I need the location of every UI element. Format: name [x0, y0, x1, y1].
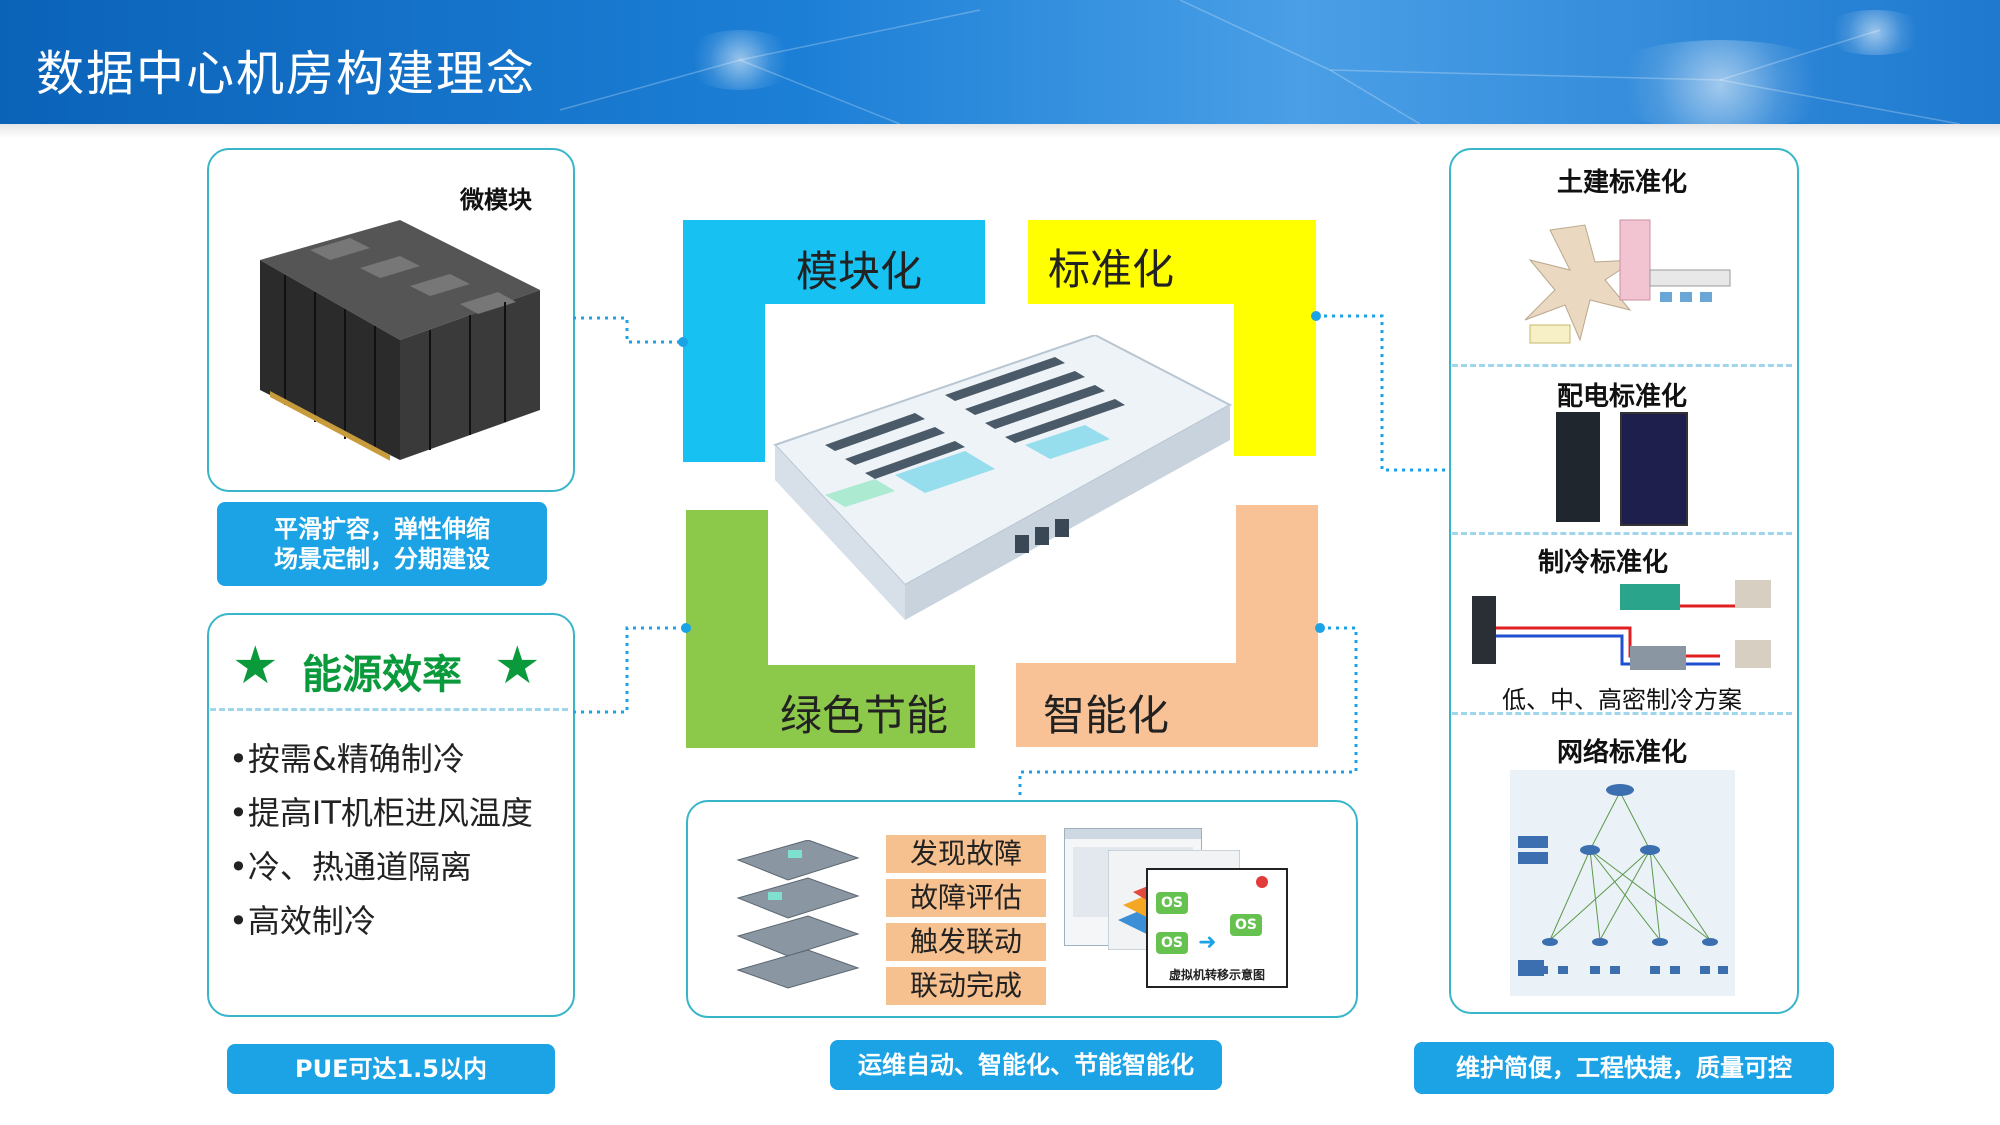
- header-shadow: [0, 124, 2000, 138]
- os-badge: OS: [1156, 932, 1188, 954]
- cooling-caption: 低、中、高密制冷方案: [1502, 686, 1742, 714]
- quadrant-tl-shape: [683, 220, 985, 462]
- os-badge: OS: [1230, 914, 1262, 936]
- quadrant-green-label: 绿色节能: [780, 691, 949, 740]
- energy-bullet-list: •按需&精确制冷 •提高IT机柜进风温度 •冷、热通道隔离 •高效制冷: [207, 730, 571, 940]
- cooling-system-illustration: [1472, 580, 1771, 670]
- micro-module-label: 微模块: [460, 186, 532, 214]
- cooling-standard-title: 制冷标准化: [1537, 548, 1668, 578]
- energy-efficiency-title: 能源效率: [302, 652, 462, 698]
- layered-platform-illustration: [736, 840, 860, 989]
- caption-line-2: 场景定制，分期建设: [274, 545, 490, 573]
- divider: [210, 708, 568, 711]
- step-assess-fault: 故障评估: [886, 879, 1046, 917]
- page-title: 数据中心机房构建理念: [36, 46, 537, 102]
- network-lines-decoration: [559, 0, 1961, 124]
- network-standard-title: 网络标准化: [1556, 738, 1687, 768]
- standardization-footer: 维护简便，工程快捷，质量可控: [1414, 1042, 1834, 1094]
- vm-migration-diagram: OS OS OS ➜ 虚拟机转移示意图: [1146, 868, 1288, 988]
- step-discover-fault: 发现故障: [886, 835, 1046, 873]
- quadrant-smart-label: 智能化: [1043, 691, 1170, 740]
- floor-plan-illustration: [1524, 219, 1731, 344]
- quadrant-frame: [683, 220, 1318, 748]
- network-topology-diagram: [1510, 770, 1735, 996]
- star-icon: ★: [494, 636, 541, 696]
- energy-bullet-1: •按需&精确制冷: [229, 740, 465, 778]
- star-icon: ★: [232, 636, 279, 696]
- quadrant-modular-label: 模块化: [796, 247, 923, 296]
- step-trigger-linkage: 触发联动: [886, 923, 1046, 961]
- divider: [1452, 712, 1792, 715]
- micro-module-cabinet-illustration: [260, 220, 540, 461]
- quadrant-br-shape: [1016, 505, 1318, 747]
- step-linkage-complete: 联动完成: [886, 967, 1046, 1005]
- alert-icon: [1256, 876, 1268, 888]
- arrow-right-icon: ➜: [1198, 930, 1217, 955]
- os-badge: OS: [1156, 892, 1188, 914]
- quadrant-bl-shape: [686, 510, 975, 748]
- energy-bullet-4: •高效制冷: [229, 902, 376, 940]
- caption-line-1: 平滑扩容，弹性伸缩: [274, 515, 490, 543]
- energy-efficiency-panel: [207, 613, 575, 1017]
- divider: [1452, 364, 1792, 367]
- quadrant-tr-shape: [1028, 220, 1316, 456]
- quadrant-standard-label: 标准化: [1048, 245, 1175, 294]
- datacenter-floor-illustration: [773, 335, 1233, 620]
- energy-bullet-2: •提高IT机柜进风温度: [229, 794, 533, 832]
- power-cabinet-black: [1556, 412, 1600, 522]
- header-banner: [0, 0, 2000, 124]
- operations-footer: 运维自动、智能化、节能智能化: [830, 1040, 1222, 1090]
- power-standard-title: 配电标准化: [1556, 382, 1687, 412]
- pue-footer: PUE可达1.5以内: [227, 1044, 555, 1094]
- divider: [1452, 532, 1792, 535]
- energy-bullet-3: •冷、热通道隔离: [229, 848, 472, 886]
- micro-module-caption: 平滑扩容，弹性伸缩 场景定制，分期建设: [217, 502, 547, 586]
- vm-migration-caption: 虚拟机转移示意图: [1168, 968, 1265, 982]
- power-cabinet-blue: [1620, 412, 1688, 526]
- civil-standard-title: 土建标准化: [1556, 168, 1687, 198]
